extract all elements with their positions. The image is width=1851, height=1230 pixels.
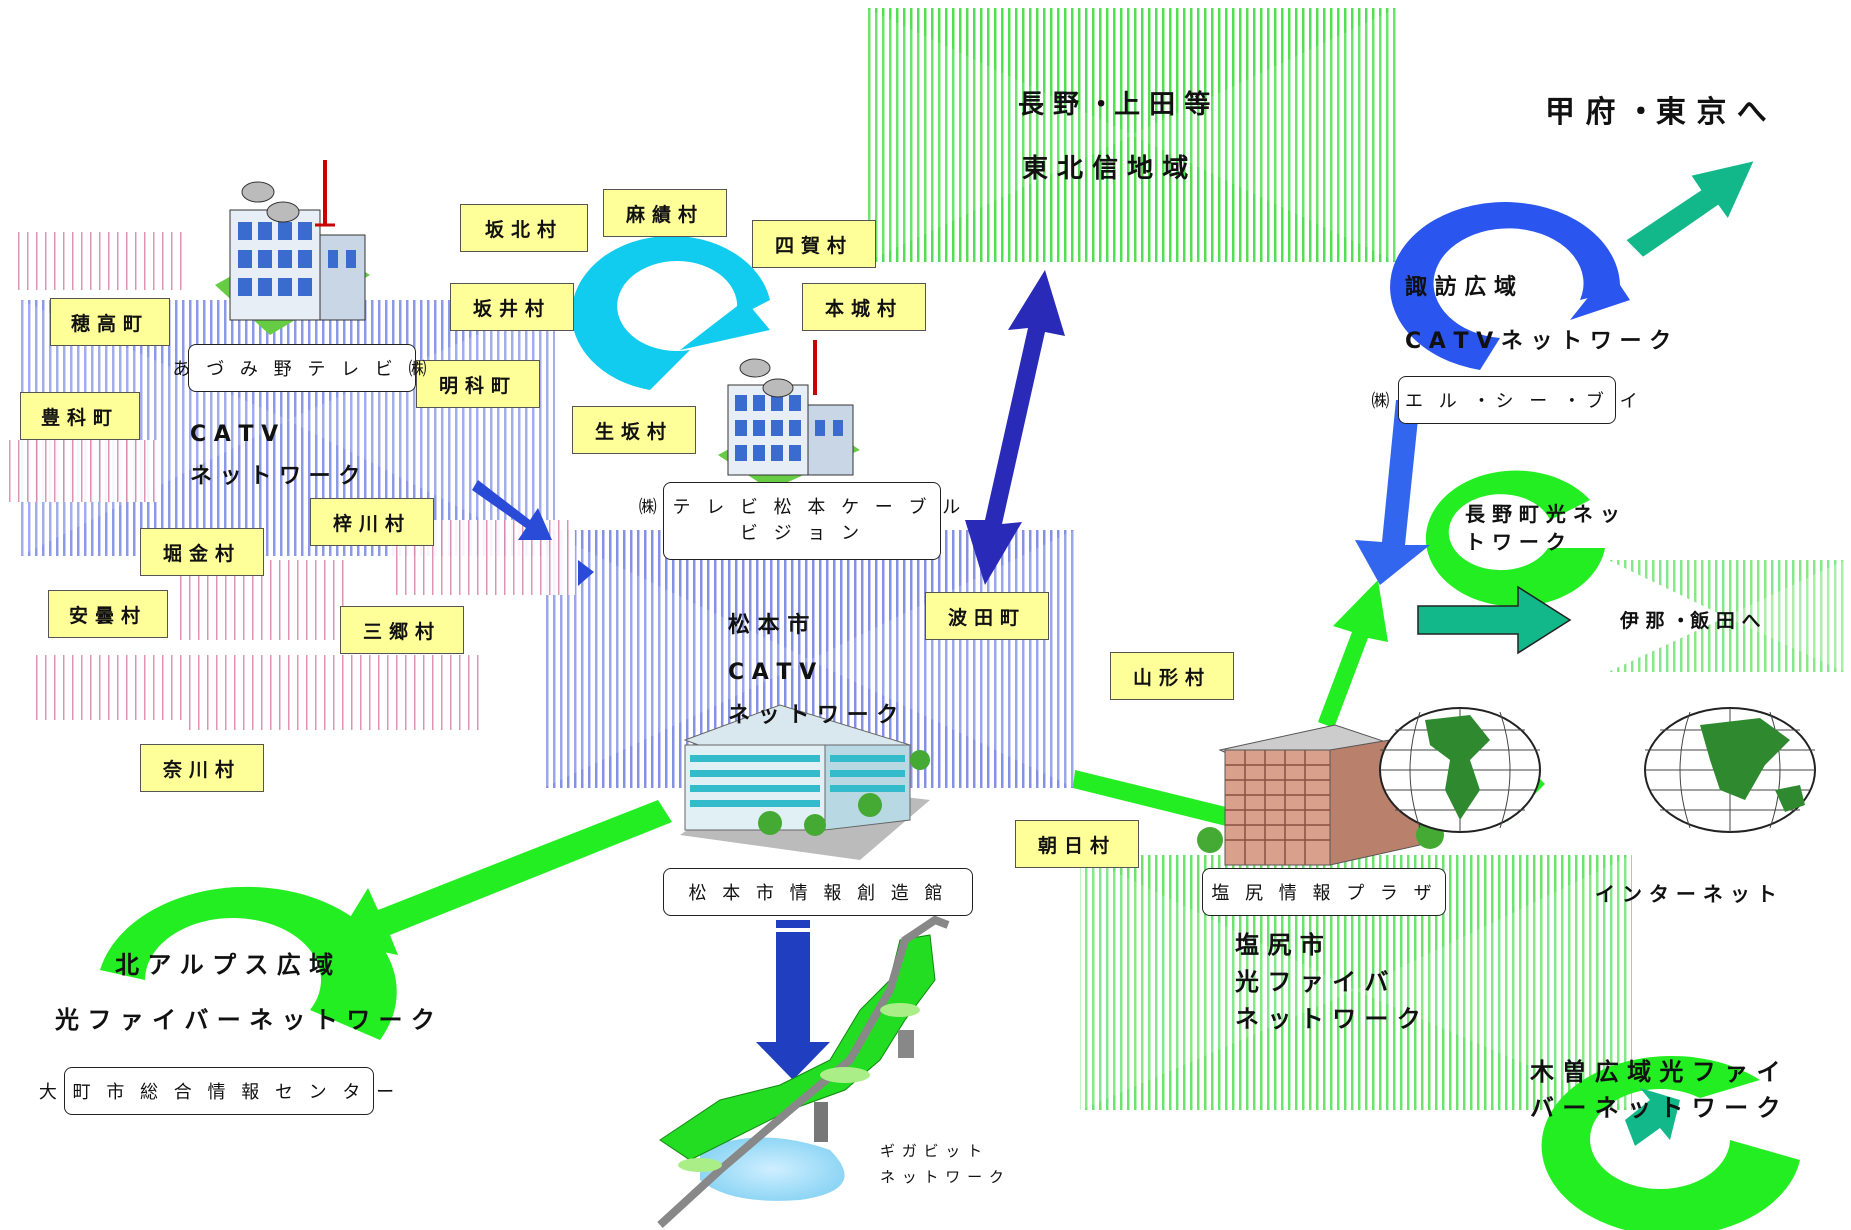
suwa-network-label: C A T V ネ ッ ト ワ ー ク xyxy=(1405,329,1672,354)
arrow-to-kofu xyxy=(1623,158,1757,260)
village-toyoshina: 豊科町 xyxy=(20,392,140,440)
gigabit-japan-map xyxy=(657,915,950,1228)
info-souzoukan-building xyxy=(680,704,930,860)
kiso-label-1: 木 曽 広 域 光 フ ァ イ xyxy=(1530,1058,1781,1086)
kiso-ring xyxy=(1541,1056,1800,1230)
village-hata: 波田町 xyxy=(925,592,1049,640)
azumino-tv-building xyxy=(215,160,370,335)
matsumoto-catv-label-3: ネ ッ ト ワ ー ク xyxy=(728,703,899,728)
down-arrow-gigabit xyxy=(756,920,830,1080)
village-azumi: 安曇村 xyxy=(48,590,168,638)
blue-arrow-small xyxy=(578,560,594,586)
nagano-town-ring xyxy=(1425,470,1605,607)
village-misato: 三郷村 xyxy=(340,606,464,654)
blue-double-arrow xyxy=(965,270,1065,585)
arrow-to-ina xyxy=(1417,585,1572,655)
azumino-catv-label-2: ネ ッ ト ワ ー ク xyxy=(190,464,361,489)
azumino-tv-box: あ づ み 野 テ レ ビ ㈱ xyxy=(172,344,427,392)
gigabit-label-2: ネ ッ ト ワ ー ク xyxy=(880,1168,1005,1186)
nagano-ueda-region xyxy=(865,8,1398,262)
tv-matsumoto-line-1: ㈱ テ レ ビ 松 本 ケ ー ブ ル xyxy=(638,497,966,518)
nagano-town-label-1: 長 野 町 光 ネ ッ xyxy=(1465,502,1620,526)
village-shiga: 四賀村 xyxy=(752,220,876,268)
ina-iida-region xyxy=(1608,560,1845,672)
shiojiri-label-3: ネ ッ ト ワ ー ク xyxy=(1235,1005,1421,1033)
azumino-catv-label-1: C A T V xyxy=(190,422,279,447)
suwa-title-label: 諏 訪 広 域 xyxy=(1405,275,1516,300)
shiojiri-label-1: 塩 尻 市 xyxy=(1235,931,1324,959)
omachi-center-box: 大 町 市 総 合 情 報 セ ン タ ー xyxy=(39,1067,394,1115)
tv-matsumoto-line-2: ビ ジ ョ ン xyxy=(739,523,865,544)
nagano-town-label-2: ト ワ ー ク xyxy=(1465,530,1566,554)
village-ikusaka: 生坂村 xyxy=(572,406,696,454)
village-omi: 麻績村 xyxy=(603,189,727,237)
kofu-tokyo-label: 甲 府 ・東 京 へ xyxy=(1545,95,1767,130)
matsumoto-catv-label-1: 松 本 市 xyxy=(728,613,810,638)
north-alps-ring xyxy=(100,886,397,1040)
village-asahi: 朝日村 xyxy=(1015,820,1139,868)
shiojiri-plaza-box: 塩 尻 情 報 プ ラ ザ xyxy=(1202,868,1446,916)
lcv-box: ㈱ エ ル ・シ ー ・ブ イ xyxy=(1371,376,1638,424)
shiojiri-label-2: 光 フ ァ イ バ xyxy=(1235,968,1389,996)
nagano-ueda-label: 長 野 ・上 田 等 xyxy=(1018,90,1211,120)
gigabit-label-1: ギ ガ ビ ッ ト xyxy=(880,1142,984,1160)
north-alps-label-1: 北 ア ル プ ス 広 域 xyxy=(115,951,334,979)
faded-shapes xyxy=(5,232,1210,745)
internet-label: イ ン タ ー ネ ッ ト xyxy=(1595,882,1777,906)
tv-matsumoto-box: ㈱ テ レ ビ 松 本 ケ ー ブ ル ビ ジ ョ ン xyxy=(639,482,960,560)
village-horigane: 堀金村 xyxy=(140,528,264,576)
cyan-ring xyxy=(571,235,770,390)
village-honjo: 本城村 xyxy=(802,283,926,331)
suwa-blue-ring xyxy=(1390,202,1630,370)
village-azusagawa: 梓川村 xyxy=(310,498,434,546)
green-arrow-north-alps xyxy=(335,800,672,955)
kiso-label-2: バ ー ネ ッ ト ワ ー ク xyxy=(1530,1094,1781,1122)
village-hotaka: 穂高町 xyxy=(50,298,170,346)
village-narakawa: 奈川村 xyxy=(140,744,264,792)
village-sakakita: 坂北村 xyxy=(460,204,588,252)
blue-arrow-suwa xyxy=(1355,400,1430,585)
info-souzoukan-box: 松 本 市 情 報 創 造 館 xyxy=(663,868,973,916)
village-sakai: 坂井村 xyxy=(450,283,574,331)
arrow-kiso-inner xyxy=(1625,1088,1680,1146)
world-map xyxy=(1379,707,1816,833)
green-arrow-shiojiri-up xyxy=(1318,580,1388,728)
tv-matsumoto-building xyxy=(718,340,860,490)
ina-iida-label: 伊 那 ・飯 田 へ xyxy=(1620,610,1761,632)
matsumoto-catv-label-2: C A T V xyxy=(728,660,817,685)
village-akashina: 明科町 xyxy=(416,360,540,408)
tohokushin-label: 東 北 信 地 域 xyxy=(1022,154,1189,184)
village-yamagata: 山形村 xyxy=(1110,652,1234,700)
blue-arrow-azumino xyxy=(472,480,552,540)
north-alps-label-2: 光 フ ァ イ バ ー ネ ッ ト ワ ー ク xyxy=(55,1006,435,1034)
green-arrow-matsumoto-shiojiri xyxy=(1073,770,1230,826)
